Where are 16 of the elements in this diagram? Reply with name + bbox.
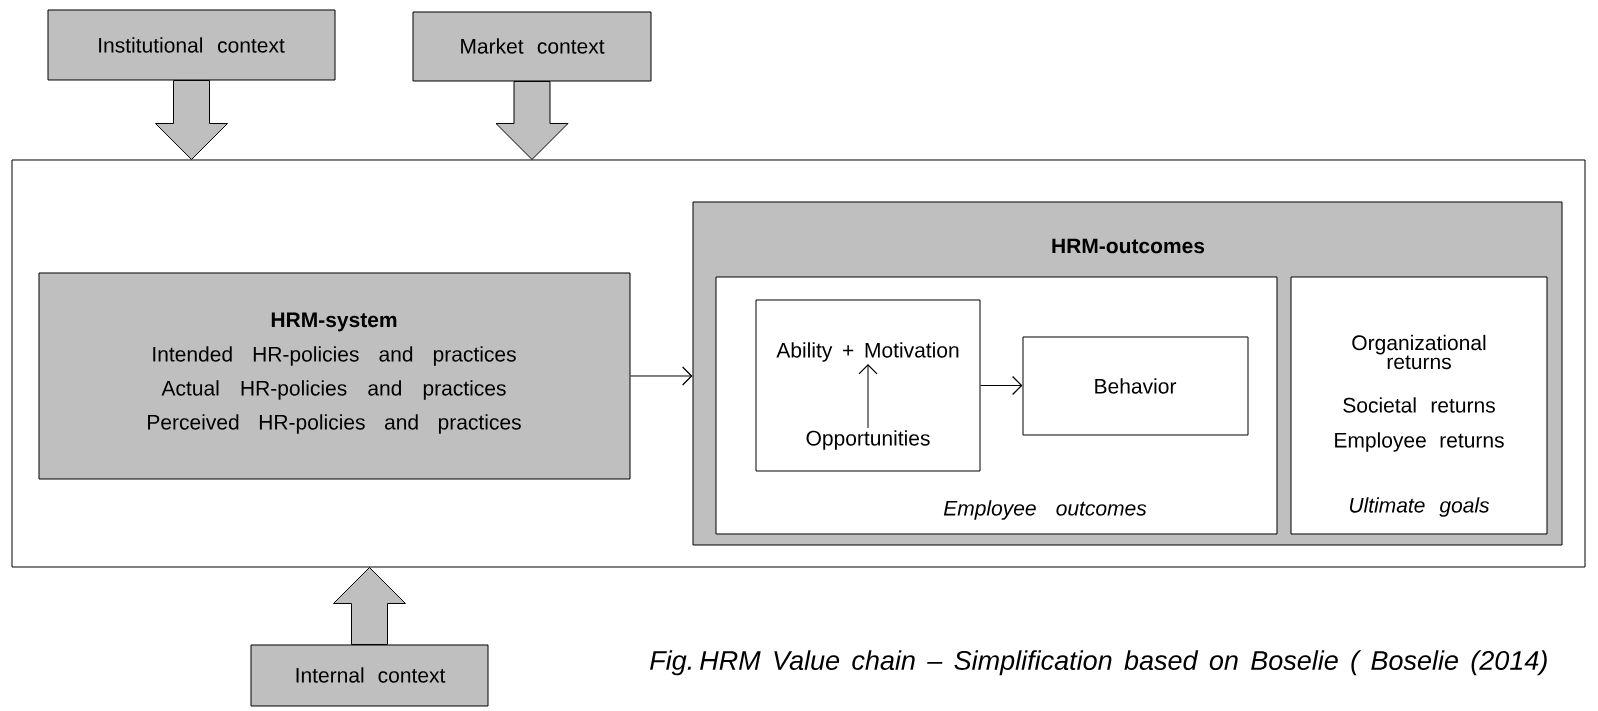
context-box: Market context bbox=[412, 11, 652, 82]
process-box: Behavior bbox=[1022, 336, 1249, 436]
arrow bbox=[980, 375, 1023, 396]
block-arrow bbox=[155, 80, 228, 160]
caption: Fig. HRM Value chain – Simplification based on Boselie ( Boselie (2014) bbox=[650, 650, 1547, 676]
context-box: Institutional context bbox=[47, 9, 336, 81]
group-box: Organizational returns Societal returns Employee returns Ultimate goals bbox=[1290, 276, 1548, 535]
node-text: Opportunities bbox=[806, 430, 930, 450]
arrow bbox=[858, 364, 878, 429]
context-box: Internal context bbox=[250, 644, 489, 707]
node-text: Ability + Motivation bbox=[776, 342, 959, 362]
block-arrow bbox=[333, 567, 406, 645]
process-box: HRM-system Intended HR-policies and practices Actual HR-policies and practices Perceived HR-policies and practices bbox=[38, 272, 631, 480]
block-arrow bbox=[495, 81, 569, 160]
arrow bbox=[630, 366, 693, 386]
process-box bbox=[755, 299, 981, 472]
